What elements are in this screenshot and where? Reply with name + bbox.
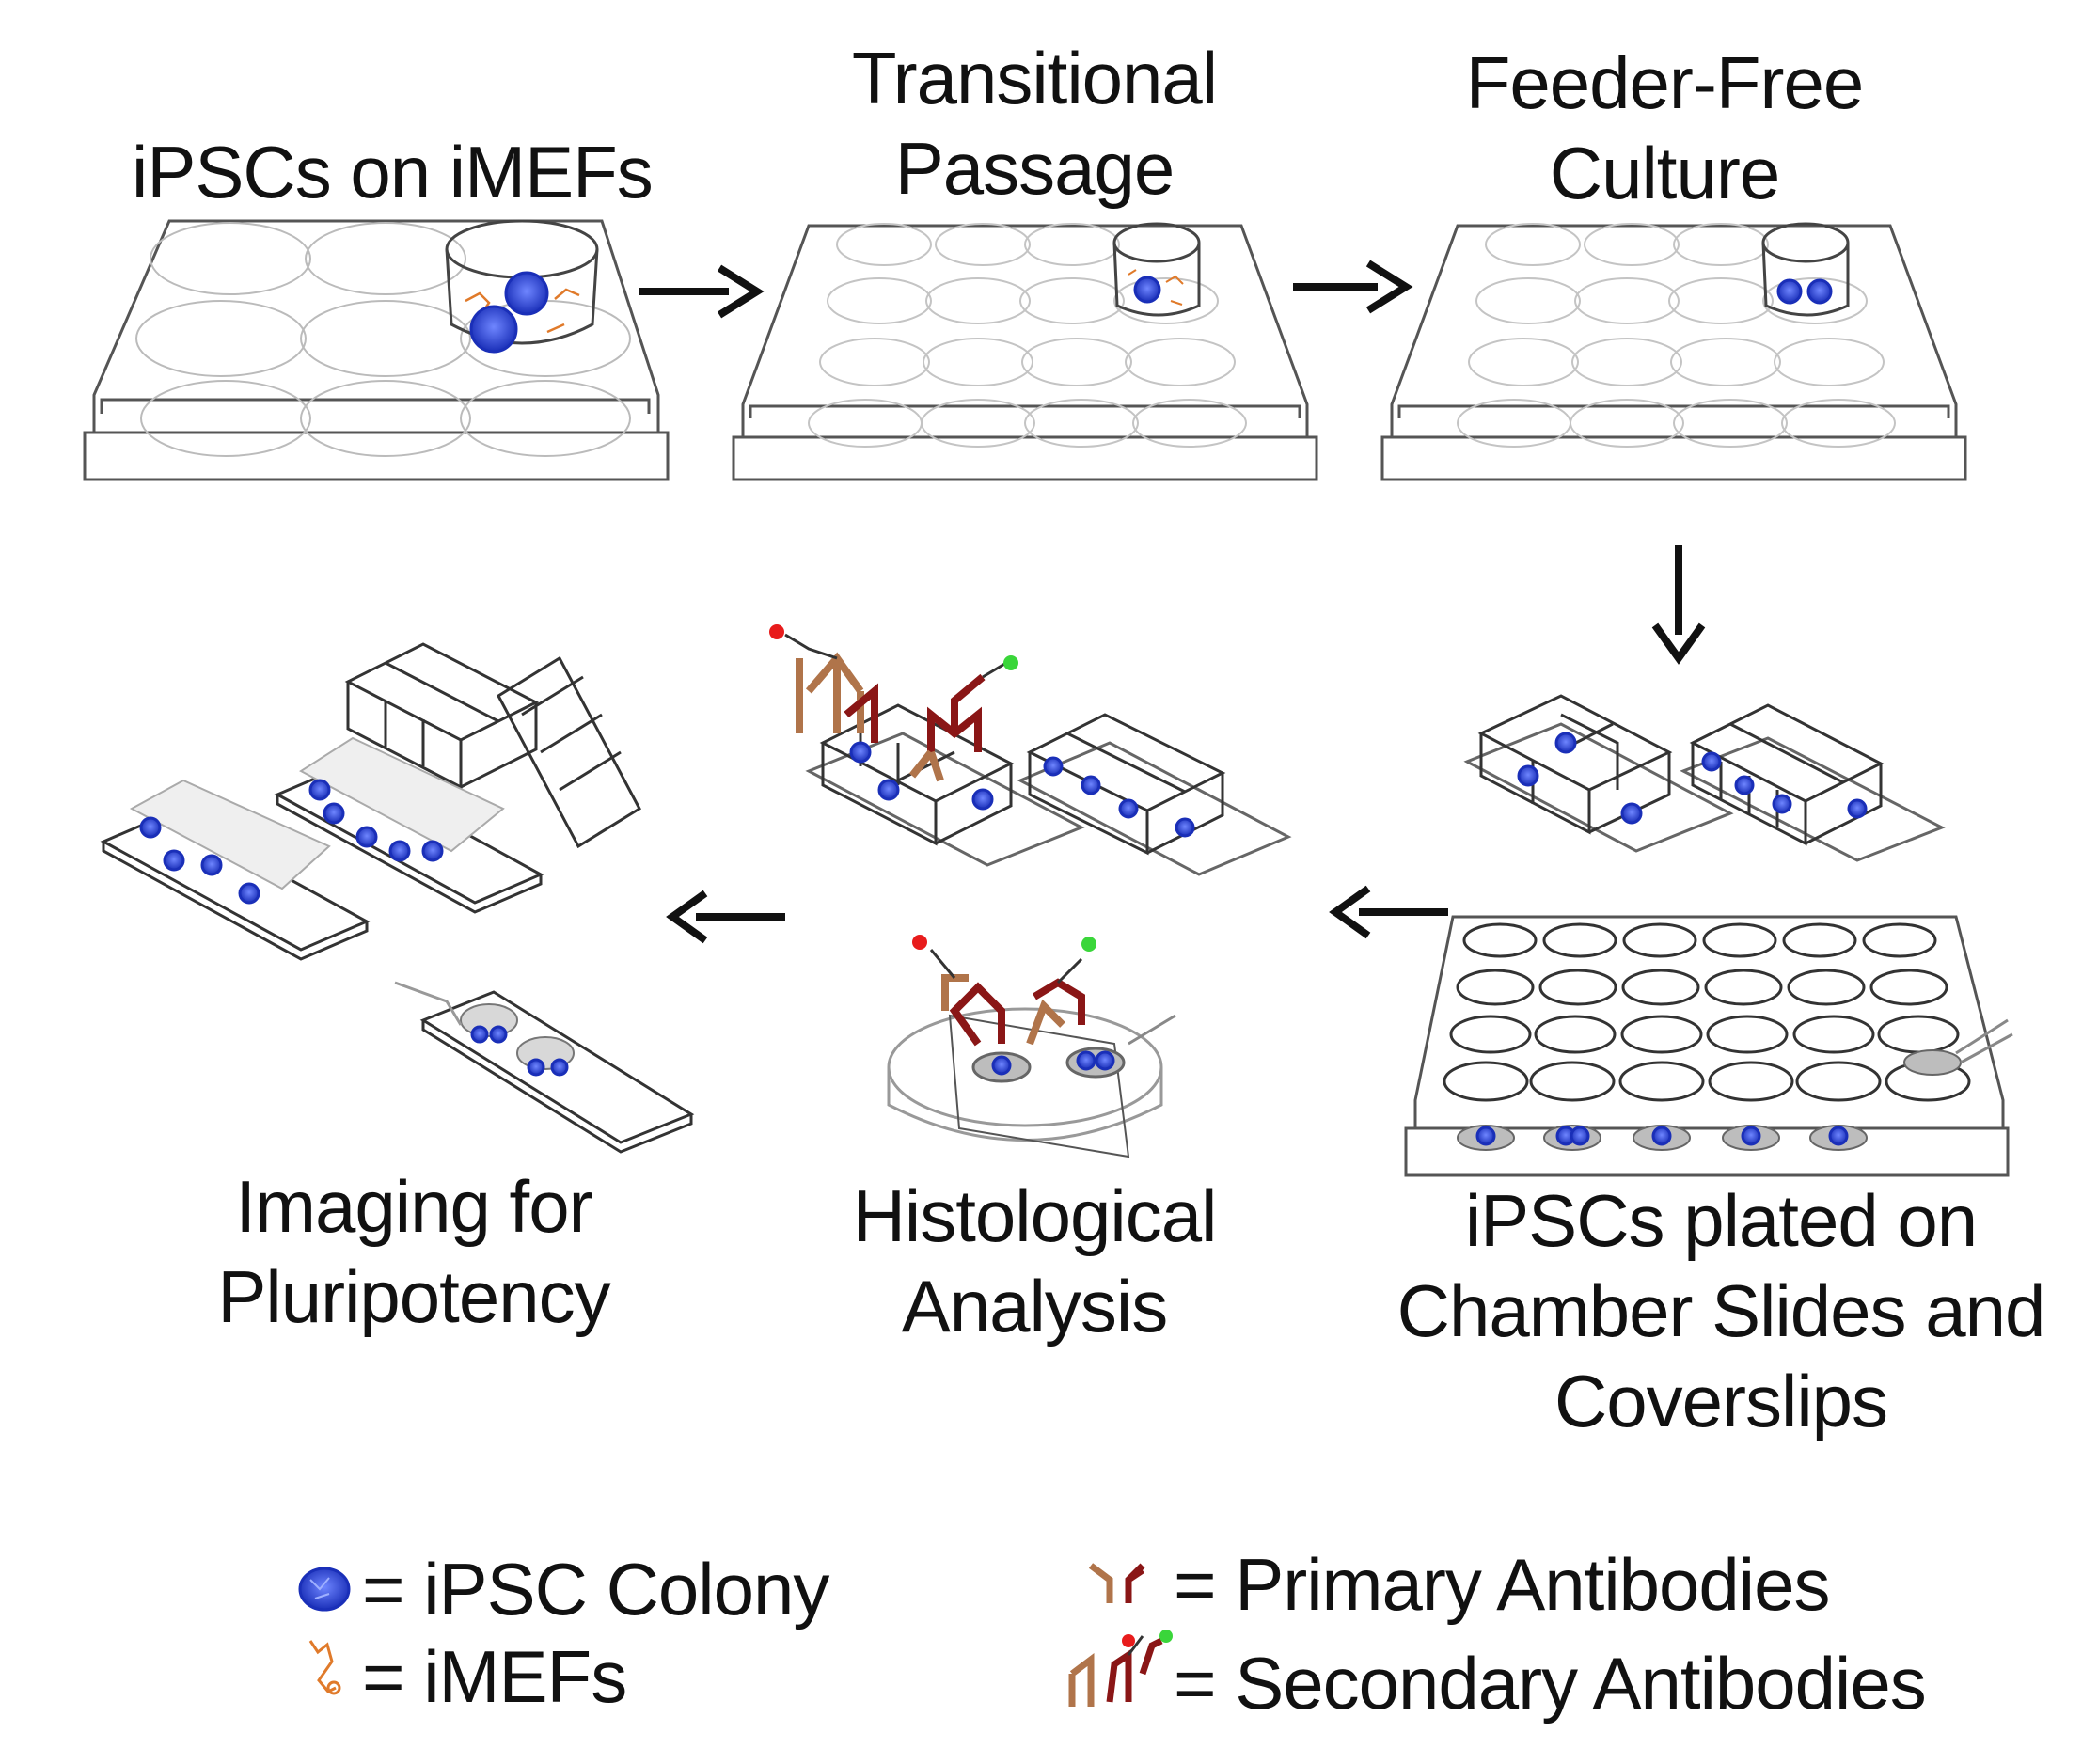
legend-primary-text: = Primary Antibodies bbox=[1174, 1543, 1831, 1626]
step2-label-line1: Transitional bbox=[851, 37, 1218, 119]
slide bbox=[274, 736, 544, 914]
arrow-right-icon bbox=[1293, 260, 1413, 314]
secondary-antibody-icon bbox=[1068, 1630, 1173, 1707]
secondary-antibody-icon bbox=[769, 624, 878, 743]
step5-label-line1: Histological bbox=[852, 1174, 1218, 1257]
step5-label: Histological Analysis bbox=[809, 1171, 1260, 1351]
arrow-left-icon bbox=[666, 890, 785, 944]
plate-6-well bbox=[83, 219, 670, 481]
chamber-removed bbox=[344, 642, 641, 849]
chamber-slide-8-well bbox=[1680, 703, 1946, 862]
arrow-down-icon bbox=[1651, 545, 1706, 665]
step6-label-line2: Pluripotency bbox=[217, 1255, 610, 1338]
imef-icon bbox=[308, 1640, 341, 1695]
secondary-antibody-icon bbox=[912, 935, 1005, 1047]
secondary-antibody-icon bbox=[908, 655, 1018, 782]
step2-label: Transitional Passage bbox=[809, 33, 1260, 213]
plate-24-well bbox=[1404, 915, 2013, 1177]
step6-label: Imaging for Pluripotency bbox=[188, 1161, 639, 1342]
petri-dish bbox=[887, 1007, 1176, 1158]
legend-colony-text: = iPSC Colony bbox=[362, 1548, 829, 1630]
plate-12-well bbox=[732, 222, 1318, 481]
legend-imefs-text: = iMEFs bbox=[362, 1635, 627, 1718]
legend-secondary-text: = Secondary Antibodies bbox=[1174, 1642, 1927, 1725]
step6-label-line1: Imaging for bbox=[235, 1165, 592, 1248]
slide bbox=[100, 779, 371, 961]
step4-label-line2: Chamber Slides and bbox=[1396, 1269, 2046, 1352]
histology-chamber-slides bbox=[805, 703, 1292, 876]
chamber-slide-4-well bbox=[1463, 694, 1734, 853]
arrow-right-icon bbox=[639, 264, 765, 319]
plate-12-well-feeder-free bbox=[1380, 222, 1967, 481]
colony-icon bbox=[298, 1567, 351, 1612]
step4-label: iPSCs plated on Chamber Slides and Cover… bbox=[1392, 1175, 2050, 1446]
step3-label: Feeder-Free Culture bbox=[1439, 38, 1890, 218]
slide-with-coverslips bbox=[394, 981, 695, 1154]
step4-label-line3: Coverslips bbox=[1554, 1360, 1888, 1442]
arrow-left-icon bbox=[1329, 885, 1448, 939]
step3-label-line2: Culture bbox=[1549, 132, 1780, 214]
step4-label-line1: iPSCs plated on bbox=[1464, 1179, 1978, 1262]
step5-label-line2: Analysis bbox=[901, 1265, 1168, 1347]
step1-label: iPSCs on iMEFs bbox=[132, 127, 654, 217]
step1-label-line1: iPSCs on iMEFs bbox=[132, 131, 654, 213]
secondary-antibody-icon bbox=[1026, 937, 1096, 1046]
primary-antibody-icon bbox=[1088, 1563, 1145, 1603]
step2-label-line2: Passage bbox=[894, 127, 1175, 210]
step3-label-line1: Feeder-Free bbox=[1465, 41, 1865, 124]
